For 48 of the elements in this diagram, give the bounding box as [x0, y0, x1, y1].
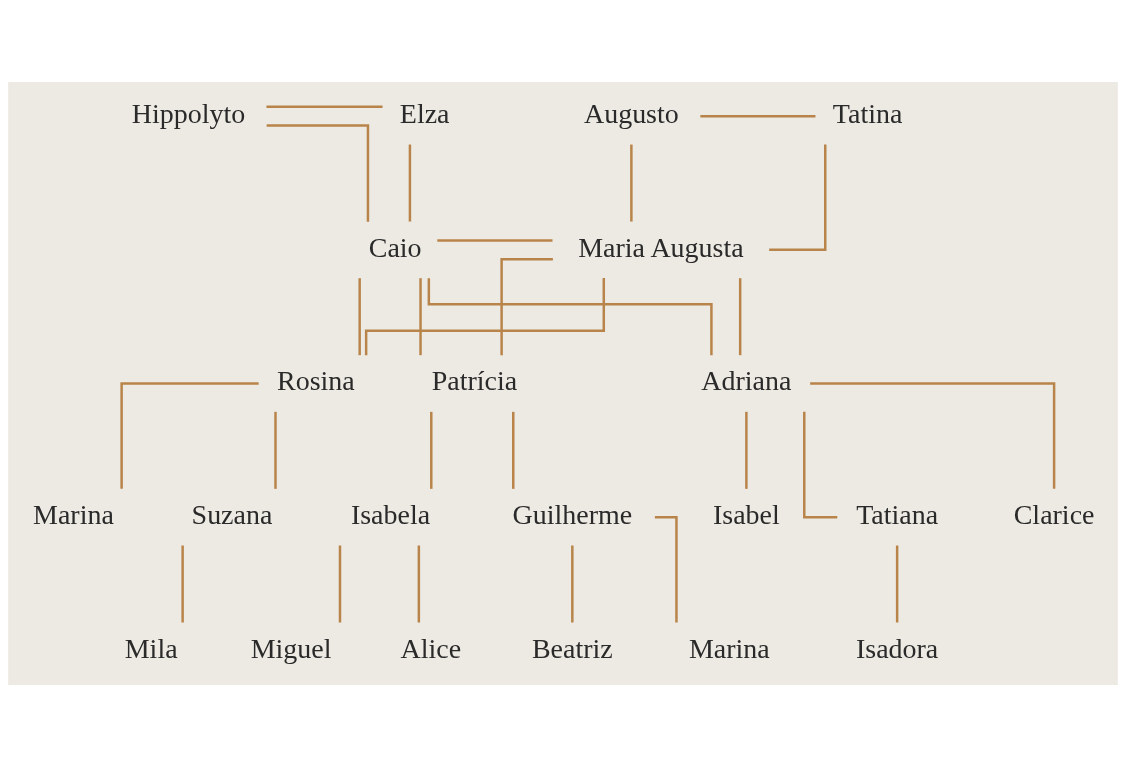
connector: [512, 411, 515, 489]
node-text: Rosina: [277, 364, 355, 396]
connector: [338, 545, 342, 622]
connector: [500, 257, 553, 355]
connector: [120, 381, 259, 489]
connector: [769, 144, 827, 251]
node-text: Elza: [399, 97, 450, 129]
connector: [745, 411, 748, 489]
node-text: Marina: [33, 498, 114, 530]
connector: [630, 144, 633, 222]
node-text: Miguel: [250, 632, 332, 664]
node-text: Adriana: [701, 364, 792, 396]
connector: [181, 545, 184, 622]
node-text: Tatiana: [856, 498, 939, 530]
node-text: Beatriz: [531, 632, 613, 664]
connector: [266, 123, 370, 222]
node-text: Mila: [124, 632, 178, 664]
connector: [430, 411, 433, 489]
connector: [571, 545, 574, 622]
connector: [895, 545, 899, 622]
node-text: Patrícia: [431, 364, 518, 396]
node-text: Suzana: [191, 498, 273, 530]
node-text: Guilherme: [512, 498, 633, 530]
connector: [654, 515, 678, 622]
node-text: Augusto: [583, 97, 679, 129]
connector: [274, 411, 277, 489]
connector: [364, 277, 606, 355]
node-text: Marina: [688, 632, 770, 664]
connector: [810, 381, 1056, 489]
connector: [738, 277, 742, 355]
connector: [408, 144, 412, 222]
connector: [437, 238, 553, 242]
node-text: Isadora: [855, 632, 939, 664]
node-text: Tatina: [832, 97, 903, 129]
connector: [419, 277, 422, 355]
connector: [427, 277, 713, 355]
connector: [417, 545, 421, 622]
node-text: Isabela: [350, 498, 431, 530]
connector: [700, 114, 816, 117]
connector: [803, 411, 838, 518]
node-text: Alice: [400, 632, 462, 664]
node-text: Hippolyto: [131, 97, 246, 129]
node-text: Isabel: [713, 498, 780, 530]
node-text: Caio: [368, 231, 422, 263]
connector: [266, 105, 383, 108]
node-text: Clarice: [1013, 498, 1095, 530]
connector: [358, 277, 361, 355]
node-text: Maria Augusta: [578, 231, 744, 263]
